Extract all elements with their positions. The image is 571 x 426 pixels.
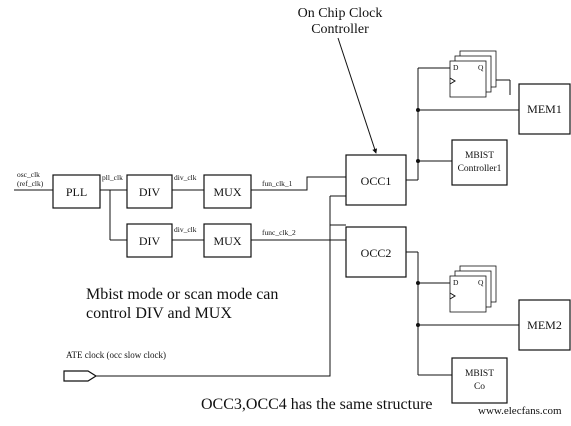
- div1-label: DIV: [139, 185, 161, 199]
- mode-note-line2: control DIV and MUX: [86, 305, 232, 322]
- mbist2-label-1: MBIST: [465, 369, 494, 379]
- func-clk-2-label: func_clk_2: [262, 228, 296, 237]
- div2-label: DIV: [139, 234, 161, 248]
- pll-block: [52, 174, 101, 209]
- mbist2-block: [451, 357, 508, 404]
- mem2-label: MEM2: [527, 318, 562, 332]
- ff1-q-label: Q: [478, 63, 484, 72]
- occ1-block: [345, 154, 407, 206]
- occ2-junction-2: [416, 323, 420, 327]
- mux2-block: [203, 223, 252, 258]
- title-line1: On Chip Clock: [298, 6, 383, 21]
- occ2-block: [345, 226, 407, 278]
- ate-clock-port: [63, 370, 98, 382]
- mbist1-label-2: Controller1: [458, 164, 502, 174]
- ff2-q-label: Q: [478, 278, 484, 287]
- mux1-label: MUX: [213, 185, 241, 199]
- div1-block: [126, 174, 173, 209]
- occ1-junction-2: [416, 159, 420, 163]
- title-pointer: [337, 37, 378, 154]
- fun-clk-1-label: fun_clk_1: [262, 179, 293, 188]
- mbist1-label-1: MBIST: [465, 151, 494, 161]
- ff2-d-label: D: [453, 278, 459, 287]
- osc-clk-label: osc_clk: [17, 170, 40, 179]
- pll-clk-label: pll_clk: [102, 173, 123, 182]
- div-clk-2-label: div_clk: [174, 225, 197, 234]
- mem2-block: [518, 299, 571, 351]
- mux1-block: [203, 174, 252, 209]
- watermark: www.elecfans.com: [478, 405, 562, 417]
- ate-clock-wire: [96, 224, 346, 377]
- ref-clk-label: (ref_clk): [17, 179, 44, 188]
- mem1-label: MEM1: [527, 102, 562, 116]
- occ1-junction-1: [416, 108, 420, 112]
- title-line2: Controller: [311, 22, 369, 37]
- flipflop-group-2: D Q: [449, 265, 497, 313]
- occ2-label: OCC2: [361, 246, 392, 260]
- flipflop-group-1: D Q: [449, 50, 497, 98]
- occ1-label: OCC1: [361, 174, 392, 188]
- div-clk-1-label: div_clk: [174, 173, 197, 182]
- mem1-block: [518, 83, 571, 135]
- pll-label: PLL: [66, 185, 87, 199]
- footer-note: OCC3,OCC4 has the same structure: [201, 396, 433, 413]
- ff1-d-label: D: [453, 63, 459, 72]
- ate-clock-label: ATE clock (occ slow clock): [66, 350, 166, 360]
- div2-block: [126, 223, 173, 258]
- mode-note-line1: Mbist mode or scan mode can: [86, 286, 278, 303]
- mbist2-label-2: Co: [474, 382, 485, 392]
- mbist1-block: [451, 139, 508, 186]
- fun-clk-1-wire: [251, 176, 346, 191]
- mux2-label: MUX: [213, 234, 241, 248]
- occ2-junction-1: [416, 281, 420, 285]
